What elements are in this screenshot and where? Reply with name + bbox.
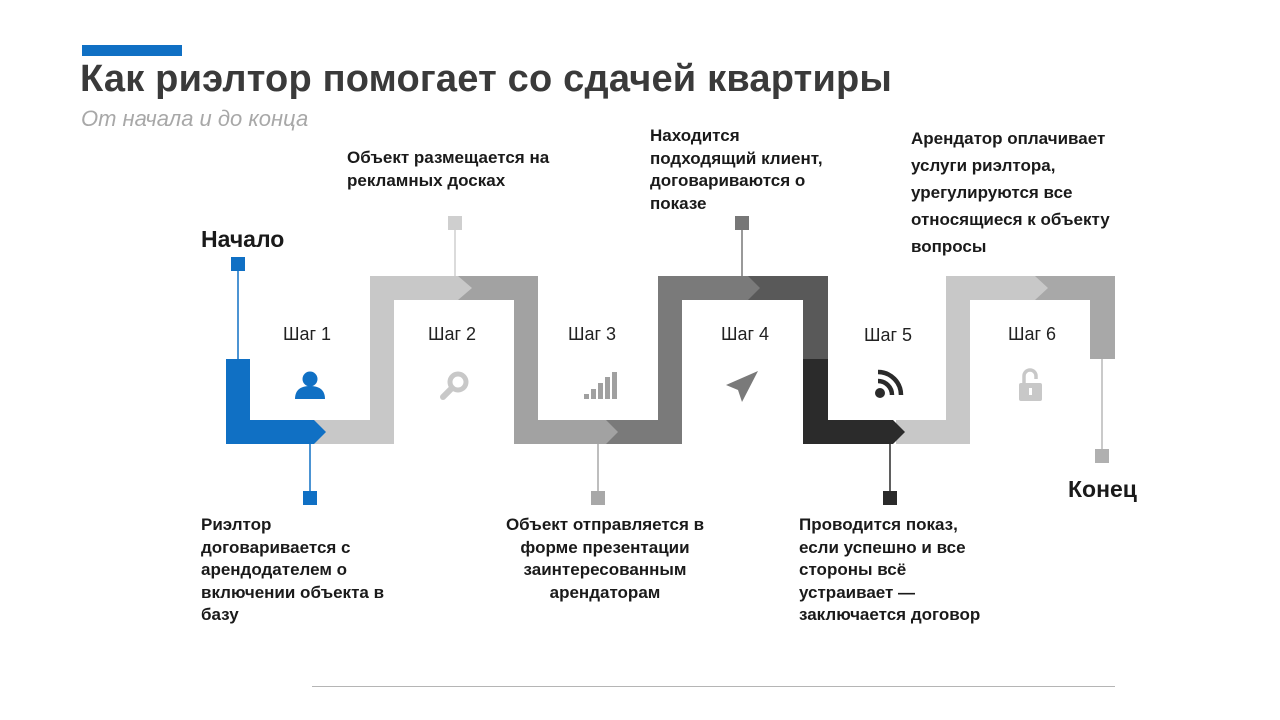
ribbon-segment-2-top	[370, 276, 465, 300]
marker-step-1	[303, 491, 317, 505]
user-icon	[295, 371, 325, 399]
page-subtitle: От начала и до конца	[81, 106, 309, 131]
search-icon	[440, 371, 469, 400]
step-5-description: Проводится показ, если успешно и все сто…	[799, 515, 981, 624]
marker-start	[231, 257, 245, 271]
step-3-label: Шаг 3	[567, 324, 617, 344]
marker-step-2	[448, 216, 462, 230]
bar-chart-icon	[584, 372, 617, 399]
marker-step-3	[591, 491, 605, 505]
ribbon-segment-3-vertical	[514, 276, 538, 444]
marker-step-5	[883, 491, 897, 505]
lock-icon	[1019, 368, 1042, 401]
ribbon-segment-6-vertical	[946, 276, 970, 444]
ribbon-segment-4-vertical	[658, 276, 682, 444]
chevron-2	[458, 276, 472, 300]
ribbon-segment-end-drop	[1090, 276, 1115, 359]
chevron-3	[606, 420, 618, 444]
step-6-label: Шаг 6	[1007, 324, 1057, 344]
step-4-description: Находится подходящий клиент, договариваю…	[650, 126, 823, 213]
step-5-label: Шаг 5	[863, 325, 913, 345]
chevron-5	[893, 420, 905, 444]
paper-plane-icon	[726, 371, 758, 402]
start-label: Начало	[201, 226, 285, 252]
zigzag-ribbon	[226, 276, 1115, 444]
connector-lines	[237, 229, 1103, 492]
step-1-label: Шаг 1	[282, 324, 332, 344]
rss-icon	[875, 369, 904, 398]
step-6-description: Арендатор оплачивает услуги риэлтора, ур…	[911, 129, 1110, 256]
marker-end	[1095, 449, 1109, 463]
step-2-label: Шаг 2	[427, 324, 477, 344]
ribbon-segment-4-drop	[803, 276, 828, 360]
footer-divider	[312, 686, 1115, 687]
ribbon-segment-5-bottom	[803, 420, 893, 444]
step-3-description: Объект отправляется в форме презентации …	[505, 515, 705, 602]
step-1-description: Риэлтор договаривается с арендодателем о…	[201, 515, 385, 624]
marker-step-4	[735, 216, 749, 230]
step-4-label: Шаг 4	[720, 324, 770, 344]
ribbon-segment-6-top	[946, 276, 1041, 300]
marker-squares	[231, 216, 1109, 505]
title-accent-bar	[82, 45, 182, 56]
step-2-description: Объект размещается на рекламных досках	[347, 148, 550, 190]
chevron-6	[1035, 276, 1048, 300]
chevron-1	[226, 420, 326, 444]
chevron-4	[748, 276, 760, 300]
ribbon-segment-2-vertical	[370, 276, 394, 444]
ribbon-segment-3-bottom	[514, 420, 614, 444]
ribbon-segment-4-top	[658, 276, 755, 300]
end-label: Конец	[1068, 476, 1137, 502]
page-title: Как риэлтор помогает со сдачей квартиры	[80, 58, 893, 100]
